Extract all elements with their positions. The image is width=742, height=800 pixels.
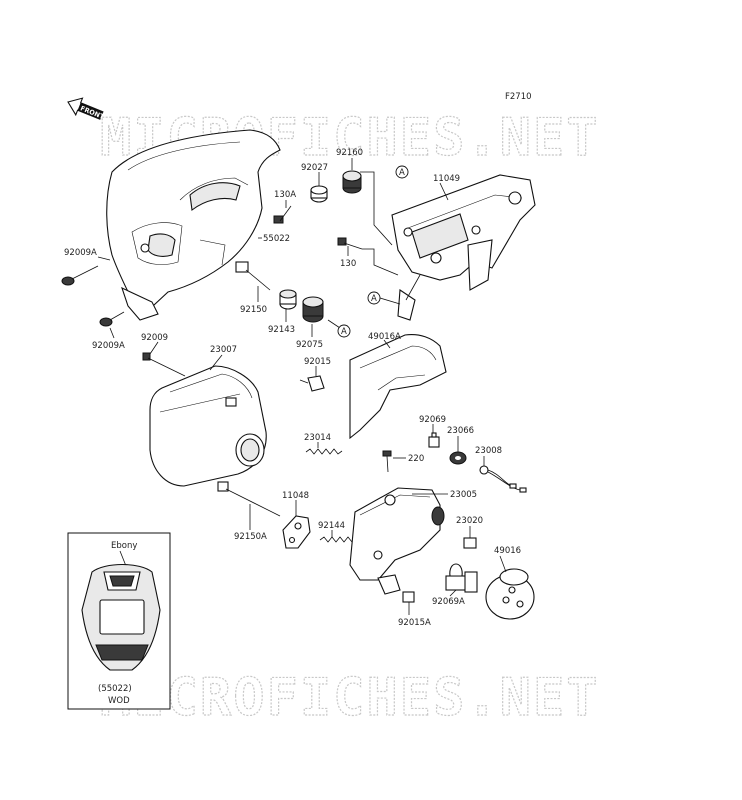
label-55022: 55022 <box>263 234 290 244</box>
label-220: 220 <box>408 454 424 464</box>
collar-92027 <box>310 185 328 203</box>
bracket-11049 <box>391 174 536 321</box>
inset-model-label: WOD <box>108 696 130 706</box>
grommet-23066 <box>449 451 467 465</box>
label-92075: 92075 <box>296 340 323 350</box>
bolt-130 <box>337 237 363 250</box>
plug-92069 <box>428 432 440 448</box>
damper-92075 <box>302 296 324 323</box>
front-label: FRONT <box>79 104 106 121</box>
front-arrow-icon: FRONT <box>67 97 106 121</box>
headlight-housing-23007 <box>149 365 267 487</box>
bolt-92009A-bottom <box>99 311 125 327</box>
grommet-92160 <box>342 170 362 194</box>
inset-box: Ebony (55022) WOD <box>67 532 171 710</box>
bracket-11048 <box>282 515 311 549</box>
label-23014: 23014 <box>304 433 331 443</box>
label-23020: 23020 <box>456 516 483 526</box>
label-11048: 11048 <box>282 491 309 501</box>
clip-23020 <box>463 537 477 549</box>
label-23005: 23005 <box>450 490 477 500</box>
headlight-cowl <box>106 129 281 321</box>
part-labels: 92027 92160 11049 130A 55022 92009A 130 … <box>64 148 521 628</box>
label-23066: 23066 <box>447 426 474 436</box>
label-49016: 49016 <box>494 546 521 556</box>
label-92069A: 92069A <box>432 597 465 607</box>
bolt-130A <box>273 205 292 224</box>
label-92069: 92069 <box>419 415 446 425</box>
svg-text:A: A <box>371 294 377 304</box>
inset-color-label: Ebony <box>111 541 137 551</box>
label-92150A: 92150A <box>234 532 267 542</box>
socket-housing-23005 <box>349 487 445 595</box>
callout-a-1: A <box>395 165 409 179</box>
label-92009A-bottom: 92009A <box>92 341 125 351</box>
label-130: 130 <box>340 259 356 269</box>
label-11049: 11049 <box>433 174 460 184</box>
bulb-92069A <box>445 563 478 593</box>
cover-49016A <box>349 334 447 440</box>
label-92144: 92144 <box>318 521 345 531</box>
svg-text:A: A <box>399 168 405 178</box>
screw-220 <box>382 450 392 473</box>
label-92160: 92160 <box>336 148 363 158</box>
cap-49016 <box>485 568 535 620</box>
label-92027: 92027 <box>301 163 328 173</box>
bolt-92009A-top <box>61 265 99 286</box>
label-92143: 92143 <box>268 325 295 335</box>
bolt-92150 <box>235 261 271 291</box>
label-92009: 92009 <box>141 333 168 343</box>
inset-cowl <box>81 564 161 671</box>
collar-92143 <box>279 289 297 310</box>
label-92015: 92015 <box>304 357 331 367</box>
clip-92015 <box>307 375 325 392</box>
bolt-92009 <box>142 352 186 377</box>
label-23008: 23008 <box>475 446 502 456</box>
callout-a-3: A <box>337 324 351 338</box>
bolt-92150A <box>217 481 281 517</box>
label-49016A: 49016A <box>368 332 401 342</box>
watermark-bottom: MICROFICHES.NET <box>100 668 600 728</box>
spring-23014 <box>305 448 343 455</box>
label-23007: 23007 <box>210 345 237 355</box>
label-92009A-top: 92009A <box>64 248 97 258</box>
figure-code: F2710 <box>505 92 532 102</box>
leader-lines <box>97 158 507 615</box>
clip-92015A <box>402 591 415 603</box>
label-92015A: 92015A <box>398 618 431 628</box>
spring-92144 <box>319 536 353 543</box>
callout-a-2: A <box>367 291 401 305</box>
svg-text:A: A <box>341 327 347 337</box>
inset-part-ref: (55022) <box>98 684 132 694</box>
wire-23008 <box>479 465 527 493</box>
label-92150: 92150 <box>240 305 267 315</box>
label-130A: 130A <box>274 190 296 200</box>
